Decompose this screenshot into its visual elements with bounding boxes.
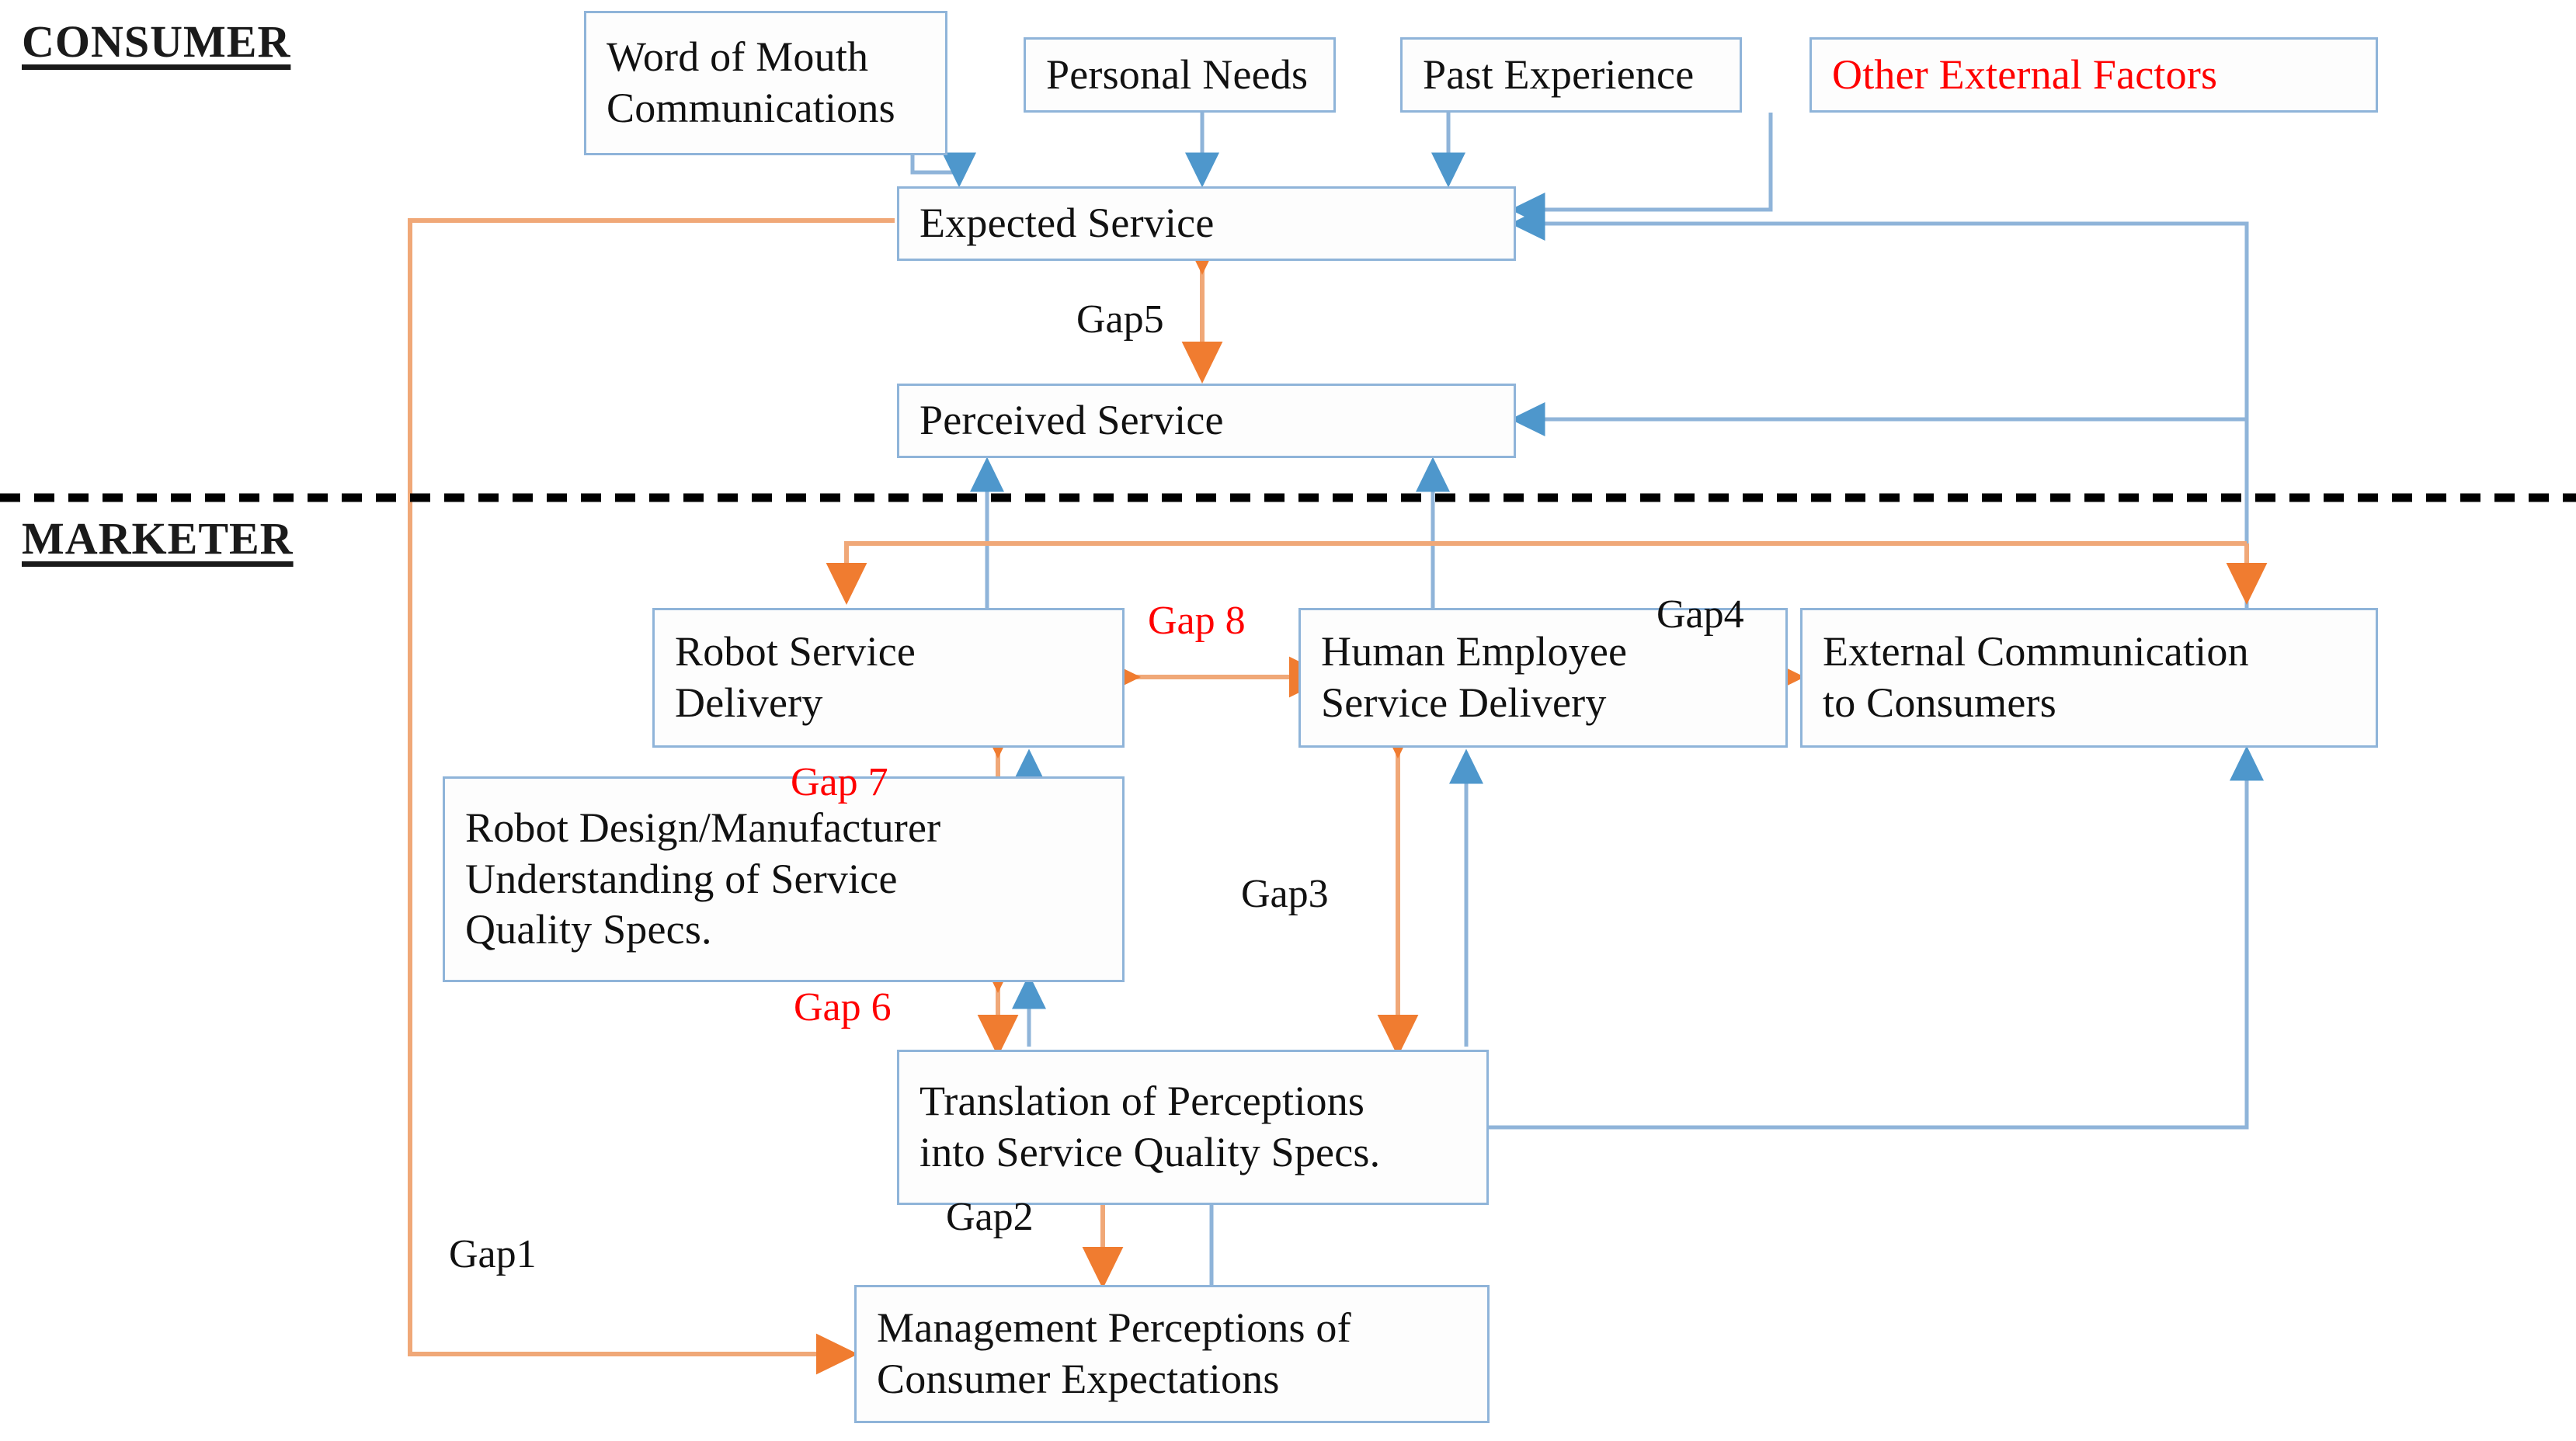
- zone-label-consumer: CONSUMER: [22, 16, 291, 67]
- gap-label-gap2: Gap2: [946, 1195, 1034, 1239]
- box-label: Robot Service Delivery: [675, 628, 916, 726]
- gap-label-gap1: Gap1: [449, 1232, 537, 1276]
- box-label: Expected Service: [920, 200, 1215, 247]
- box-robot-design-manufacturer[interactable]: Robot Design/Manufacturer Understanding …: [443, 776, 1125, 982]
- box-translation-of-perceptions[interactable]: Translation of Perceptions into Service …: [897, 1050, 1489, 1205]
- gap-label-gap8: Gap 8: [1148, 599, 1246, 643]
- box-label: Other External Factors: [1832, 50, 2218, 98]
- box-human-employee-service-delivery[interactable]: Human Employee Service Delivery: [1298, 608, 1788, 748]
- gap-label-gap4: Gap4: [1656, 592, 1744, 637]
- box-label: Management Perceptions of Consumer Expec…: [877, 1304, 1351, 1402]
- box-label: Personal Needs: [1046, 50, 1309, 98]
- box-expected-service[interactable]: Expected Service: [897, 186, 1516, 261]
- gap-label-gap7: Gap 7: [791, 760, 888, 804]
- box-past-experience[interactable]: Past Experience: [1400, 37, 1742, 113]
- box-label: Word of Mouth Communications: [607, 33, 895, 131]
- box-label: External Communication to Consumers: [1823, 628, 2249, 726]
- gap-label-gap5: Gap5: [1076, 297, 1164, 342]
- box-robot-service-delivery[interactable]: Robot Service Delivery: [652, 608, 1125, 748]
- box-label: Perceived Service: [920, 397, 1224, 444]
- box-label: Past Experience: [1423, 50, 1695, 98]
- box-word-of-mouth[interactable]: Word of Mouth Communications: [584, 11, 947, 155]
- gap-label-gap3: Gap3: [1241, 872, 1329, 916]
- box-management-perceptions[interactable]: Management Perceptions of Consumer Expec…: [854, 1285, 1490, 1423]
- box-perceived-service[interactable]: Perceived Service: [897, 384, 1516, 458]
- zone-label-marketer: MARKETER: [22, 513, 294, 564]
- box-personal-needs[interactable]: Personal Needs: [1024, 37, 1336, 113]
- box-external-communication[interactable]: External Communication to Consumers: [1800, 608, 2378, 748]
- gap-label-gap6: Gap 6: [794, 985, 892, 1030]
- box-label: Human Employee Service Delivery: [1321, 628, 1628, 726]
- box-other-external-factors[interactable]: Other External Factors: [1809, 37, 2378, 113]
- box-label: Robot Design/Manufacturer Understanding …: [465, 804, 941, 953]
- box-label: Translation of Perceptions into Service …: [920, 1078, 1381, 1175]
